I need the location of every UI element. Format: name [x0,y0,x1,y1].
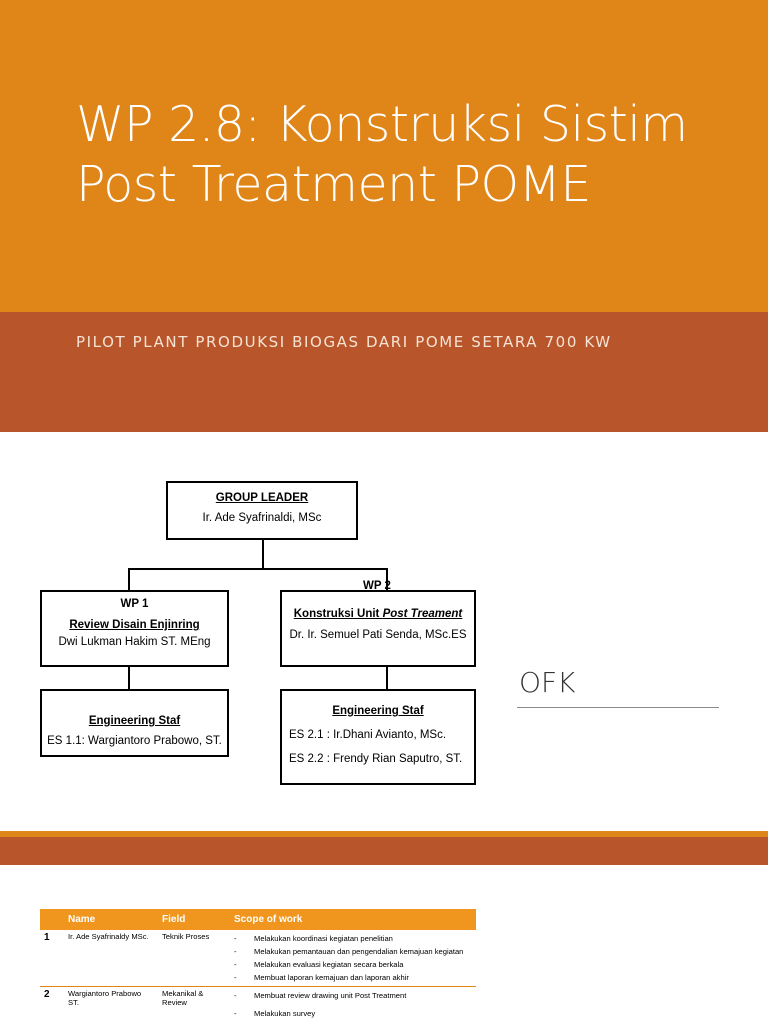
wp2-box: Konstruksi Unit Post Treament Dr. Ir. Se… [280,590,476,667]
title-band: WP 2.8: Konstruksi Sistim Post Treatment… [0,0,768,312]
wp2-title-italic: Post Treament [382,608,463,620]
staff2-box: Engineering Staf ES 2.1 : Ir.Dhani Avian… [280,689,476,785]
row-number: 2 [44,989,50,1000]
row-number: 1 [40,930,64,987]
scope-item: Melakukan survey [234,1007,472,1020]
connector-wp1-staff [128,666,130,690]
group-leader-heading: GROUP LEADER [215,492,309,504]
connector-wp1-up [128,568,130,590]
staff2-heading: Engineering Staf [332,705,424,717]
subtitle-band [0,312,768,432]
separator-band-light [0,831,768,837]
scope-item: Membuat review drawing unit Post Treatme… [234,989,472,1002]
table-row: 1 Ir. Ade Syafrinaldy MSc. Teknik Proses… [40,930,476,987]
connector-wp2-staff [386,666,388,690]
wp1-title: Review Disain Enjinring [69,619,200,631]
wp1-lead: Dwi Lukman Hakim ST. MEng [58,636,211,648]
row-scope: Membuat review drawing unit Post Treatme… [230,987,476,1023]
table-header-row: Name Field Scope of work [40,909,476,930]
header-name: Name [64,909,158,930]
slide-subtitle: PILOT PLANT PRODUKSI BIOGAS DARI POME SE… [76,333,612,351]
staff1-member-1: ES 1.1: Wargiantoro Prabowo, ST. [47,735,222,747]
scope-table: Name Field Scope of work 1 Ir. Ade Syafr… [40,909,476,1022]
slide-title: WP 2.8: Konstruksi Sistim Post Treatment… [76,96,688,213]
row-name: Ir. Ade Syafrinaldy MSc. [64,930,158,987]
header-scope: Scope of work [230,909,476,930]
scope-item: Membuat laporan kemajuan dan laporan akh… [234,971,472,984]
wp1-code: WP 1 [120,598,149,610]
staff1-box: Engineering Staf ES 1.1: Wargiantoro Pra… [40,689,229,757]
row-field: Teknik Proses [158,930,230,987]
wp2-code: WP 2 [363,580,391,592]
wp2-title: Konstruksi Unit Post Treament [282,608,474,620]
connector-wp2-up [386,568,388,590]
group-leader-box: GROUP LEADER Ir. Ade Syafrinaldi, MSc [166,481,358,540]
org-chart: GROUP LEADER Ir. Ade Syafrinaldi, MSc WP… [0,432,768,832]
table-row: 2 Wargiantoro Prabowo ST. Mekanikal & Re… [40,987,476,1023]
row-field: Mekanikal & Review [162,989,204,1007]
connector-leader-down [262,539,264,569]
staff1-heading: Engineering Staf [88,715,181,727]
row-name: Wargiantoro Prabowo ST. [68,989,142,1007]
ofk-underline [517,707,719,708]
separator-band-dark [0,837,768,865]
staff2-member-1: ES 2.1 : Ir.Dhani Avianto, MSc. [289,729,447,741]
wp1-box: WP 1 Review Disain Enjinring Dwi Lukman … [40,590,229,667]
staff2-member-2: ES 2.2 : Frendy Rian Saputro, ST. [289,753,463,765]
ofk-label: OFK [519,666,576,699]
row-scope: Melakukan koordinasi kegiatan penelitian… [230,930,476,987]
wp2-title-prefix: Konstruksi Unit [293,608,383,620]
header-field: Field [158,909,230,930]
group-leader-name: Ir. Ade Syafrinaldi, MSc [202,512,322,524]
scope-item: Melakukan evaluasi kegiatan secara berka… [234,958,472,971]
connector-horizontal [128,568,388,570]
wp2-lead: Dr. Ir. Semuel Pati Senda, MSc.ES [289,629,467,641]
scope-item: Melakukan koordinasi kegiatan penelitian [234,932,472,945]
scope-item: Melakukan pemantauan dan pengendalian ke… [234,945,472,958]
header-no [40,909,64,930]
